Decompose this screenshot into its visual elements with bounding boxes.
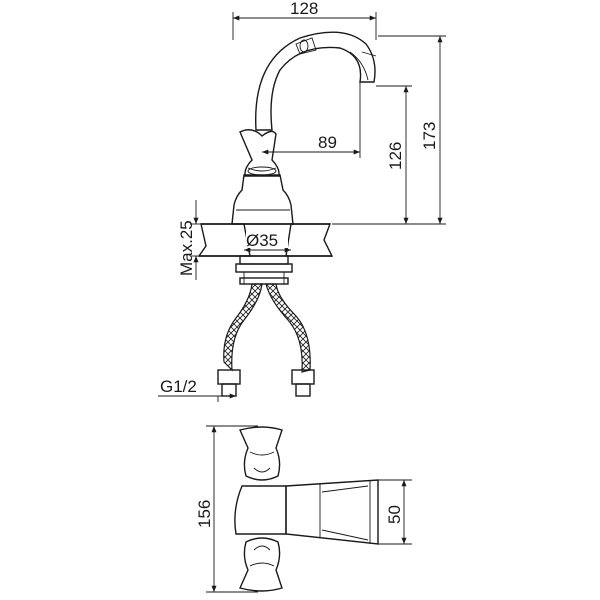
dim-g12: G1/2	[158, 377, 236, 402]
dim-126: 126	[332, 85, 446, 225]
dim-o35: Ø35	[244, 230, 291, 253]
dim-max25: Max.25	[177, 200, 204, 280]
dim-173-label: 173	[420, 122, 439, 150]
dim-50: 50	[378, 479, 412, 545]
dim-g12-label: G1/2	[160, 377, 197, 396]
flex-hoses	[217, 283, 315, 397]
mounting-nut	[235, 255, 293, 285]
dim-max25-label: Max.25	[177, 220, 196, 276]
dim-89: 89	[262, 82, 361, 158]
dim-128: 128	[232, 0, 377, 40]
dim-89-label: 89	[318, 133, 337, 152]
dim-156: 156	[195, 425, 258, 593]
dim-50-label: 50	[385, 505, 404, 524]
dim-128-label: 128	[290, 0, 318, 18]
spout	[255, 31, 377, 131]
front-view: 128 89 126 173 Max.25	[158, 0, 446, 402]
dim-o35-label: Ø35	[246, 231, 278, 250]
dim-156-label: 156	[195, 500, 214, 528]
dim-126-label: 126	[386, 142, 405, 170]
dim-173: 173	[378, 35, 446, 224]
plan-view: 156 50	[195, 425, 412, 593]
faucet-body	[231, 129, 294, 225]
